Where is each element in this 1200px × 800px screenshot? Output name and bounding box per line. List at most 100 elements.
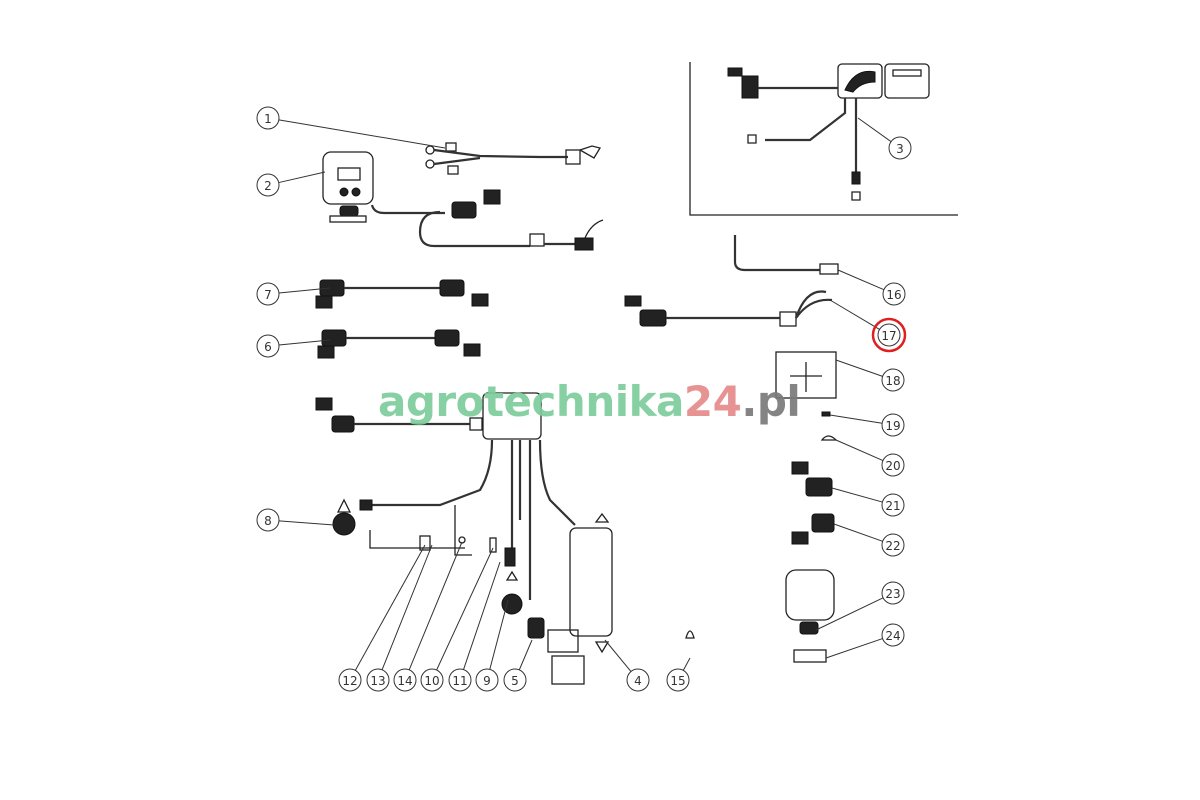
- leader-line: [835, 439, 884, 462]
- leader-line: [825, 638, 883, 659]
- leader-line: [815, 597, 884, 631]
- callout-circle: [877, 323, 901, 347]
- callout-16: 16: [837, 269, 906, 306]
- callout-circle: [888, 136, 912, 160]
- callout-19: 19: [829, 413, 905, 437]
- callout-1: 1: [256, 106, 446, 149]
- part-17-harness: [624, 290, 833, 327]
- callout-4: 4: [604, 639, 650, 692]
- callout-23: 23: [815, 581, 905, 631]
- part-18-plate: [775, 351, 837, 399]
- callout-number: 14: [397, 674, 412, 688]
- callout-number: 19: [885, 419, 900, 433]
- callout-circle: [881, 368, 905, 392]
- callout-circle: [448, 668, 472, 692]
- part-2-display-monitor: [322, 151, 604, 251]
- callout-circle: [881, 493, 905, 517]
- callout-number: 8: [264, 514, 272, 528]
- leader-line: [833, 523, 883, 542]
- watermark: agrotechnika24.pl: [378, 372, 801, 432]
- part-24-base: [793, 649, 827, 663]
- leader-line: [604, 639, 632, 672]
- callout-3: 3: [857, 117, 912, 160]
- part-22-connector: [791, 513, 835, 545]
- part-20-clip: [820, 435, 838, 441]
- callout-number: 7: [264, 288, 272, 302]
- callout-number: 2: [264, 179, 272, 193]
- part-23-work-light: [785, 569, 835, 635]
- callout-circle: [475, 668, 499, 692]
- watermark-pl: .pl: [741, 377, 801, 426]
- callout-number: 15: [670, 674, 685, 688]
- leader-line: [381, 544, 433, 670]
- callout-5: 5: [503, 639, 533, 692]
- leader-line: [408, 541, 463, 671]
- callout-circle: [256, 173, 280, 197]
- callout-circle: [338, 668, 362, 692]
- callout-number: 6: [264, 340, 272, 354]
- main-harness-box: [315, 392, 576, 600]
- leader-line: [518, 639, 533, 671]
- callout-circle: [256, 282, 280, 306]
- leader-line: [278, 520, 335, 526]
- callout-18: 18: [835, 359, 905, 392]
- leader-line: [463, 561, 501, 670]
- leader-line: [835, 359, 883, 377]
- callout-number: 17: [881, 329, 896, 343]
- callout-13: 13: [366, 544, 433, 692]
- watermark-24: 24: [683, 377, 742, 426]
- callout-circle: [881, 581, 905, 605]
- callout-circle: [366, 668, 390, 692]
- callout-circle: [881, 413, 905, 437]
- highlight-ring: [871, 317, 907, 353]
- callout-circle: [881, 453, 905, 477]
- callout-number: 12: [342, 674, 357, 688]
- callout-8: 8: [256, 508, 335, 532]
- callout-circle: [256, 106, 280, 130]
- callout-22: 22: [833, 523, 905, 557]
- callout-number: 13: [370, 674, 385, 688]
- callout-9: 9: [475, 599, 509, 692]
- callout-circle: [666, 668, 690, 692]
- callout-2: 2: [256, 171, 326, 197]
- callout-number: 18: [885, 374, 900, 388]
- callout-circle: [503, 668, 527, 692]
- leader-line: [831, 487, 883, 503]
- part-15-clip: [685, 630, 695, 639]
- callout-number: 23: [885, 587, 900, 601]
- callout-7: 7: [256, 282, 331, 306]
- callout-circle: [393, 668, 417, 692]
- callout-24: 24: [825, 623, 905, 659]
- callout-14: 14: [393, 541, 463, 692]
- callout-number: 11: [452, 674, 467, 688]
- part-3-gps-harness: [727, 63, 930, 201]
- part-21-connector: [791, 461, 833, 497]
- part-9-sensor: [501, 570, 523, 615]
- callout-circle: [882, 282, 906, 306]
- callout-circle: [420, 668, 444, 692]
- part-6-extension-cable: [317, 329, 481, 359]
- leader-line: [278, 287, 331, 294]
- leader-line: [354, 544, 426, 671]
- leader-line: [278, 171, 326, 184]
- leader-line: [278, 339, 331, 346]
- callout-6: 6: [256, 334, 331, 358]
- leader-line: [829, 299, 880, 330]
- callout-12: 12: [338, 544, 426, 692]
- callout-number: 1: [264, 112, 272, 126]
- part-8-sensor: [332, 498, 356, 536]
- callout-number: 22: [885, 539, 900, 553]
- callout-number: 5: [511, 674, 519, 688]
- part-5-valve: [527, 617, 585, 685]
- callout-17: 17: [829, 299, 907, 353]
- callout-number: 21: [885, 499, 900, 513]
- callout-number: 10: [424, 674, 439, 688]
- leader-line: [682, 657, 691, 671]
- callout-number: 20: [885, 459, 900, 473]
- leader-line: [436, 547, 494, 671]
- leader-line: [489, 599, 509, 670]
- callout-21: 21: [831, 487, 905, 517]
- callout-circle: [881, 533, 905, 557]
